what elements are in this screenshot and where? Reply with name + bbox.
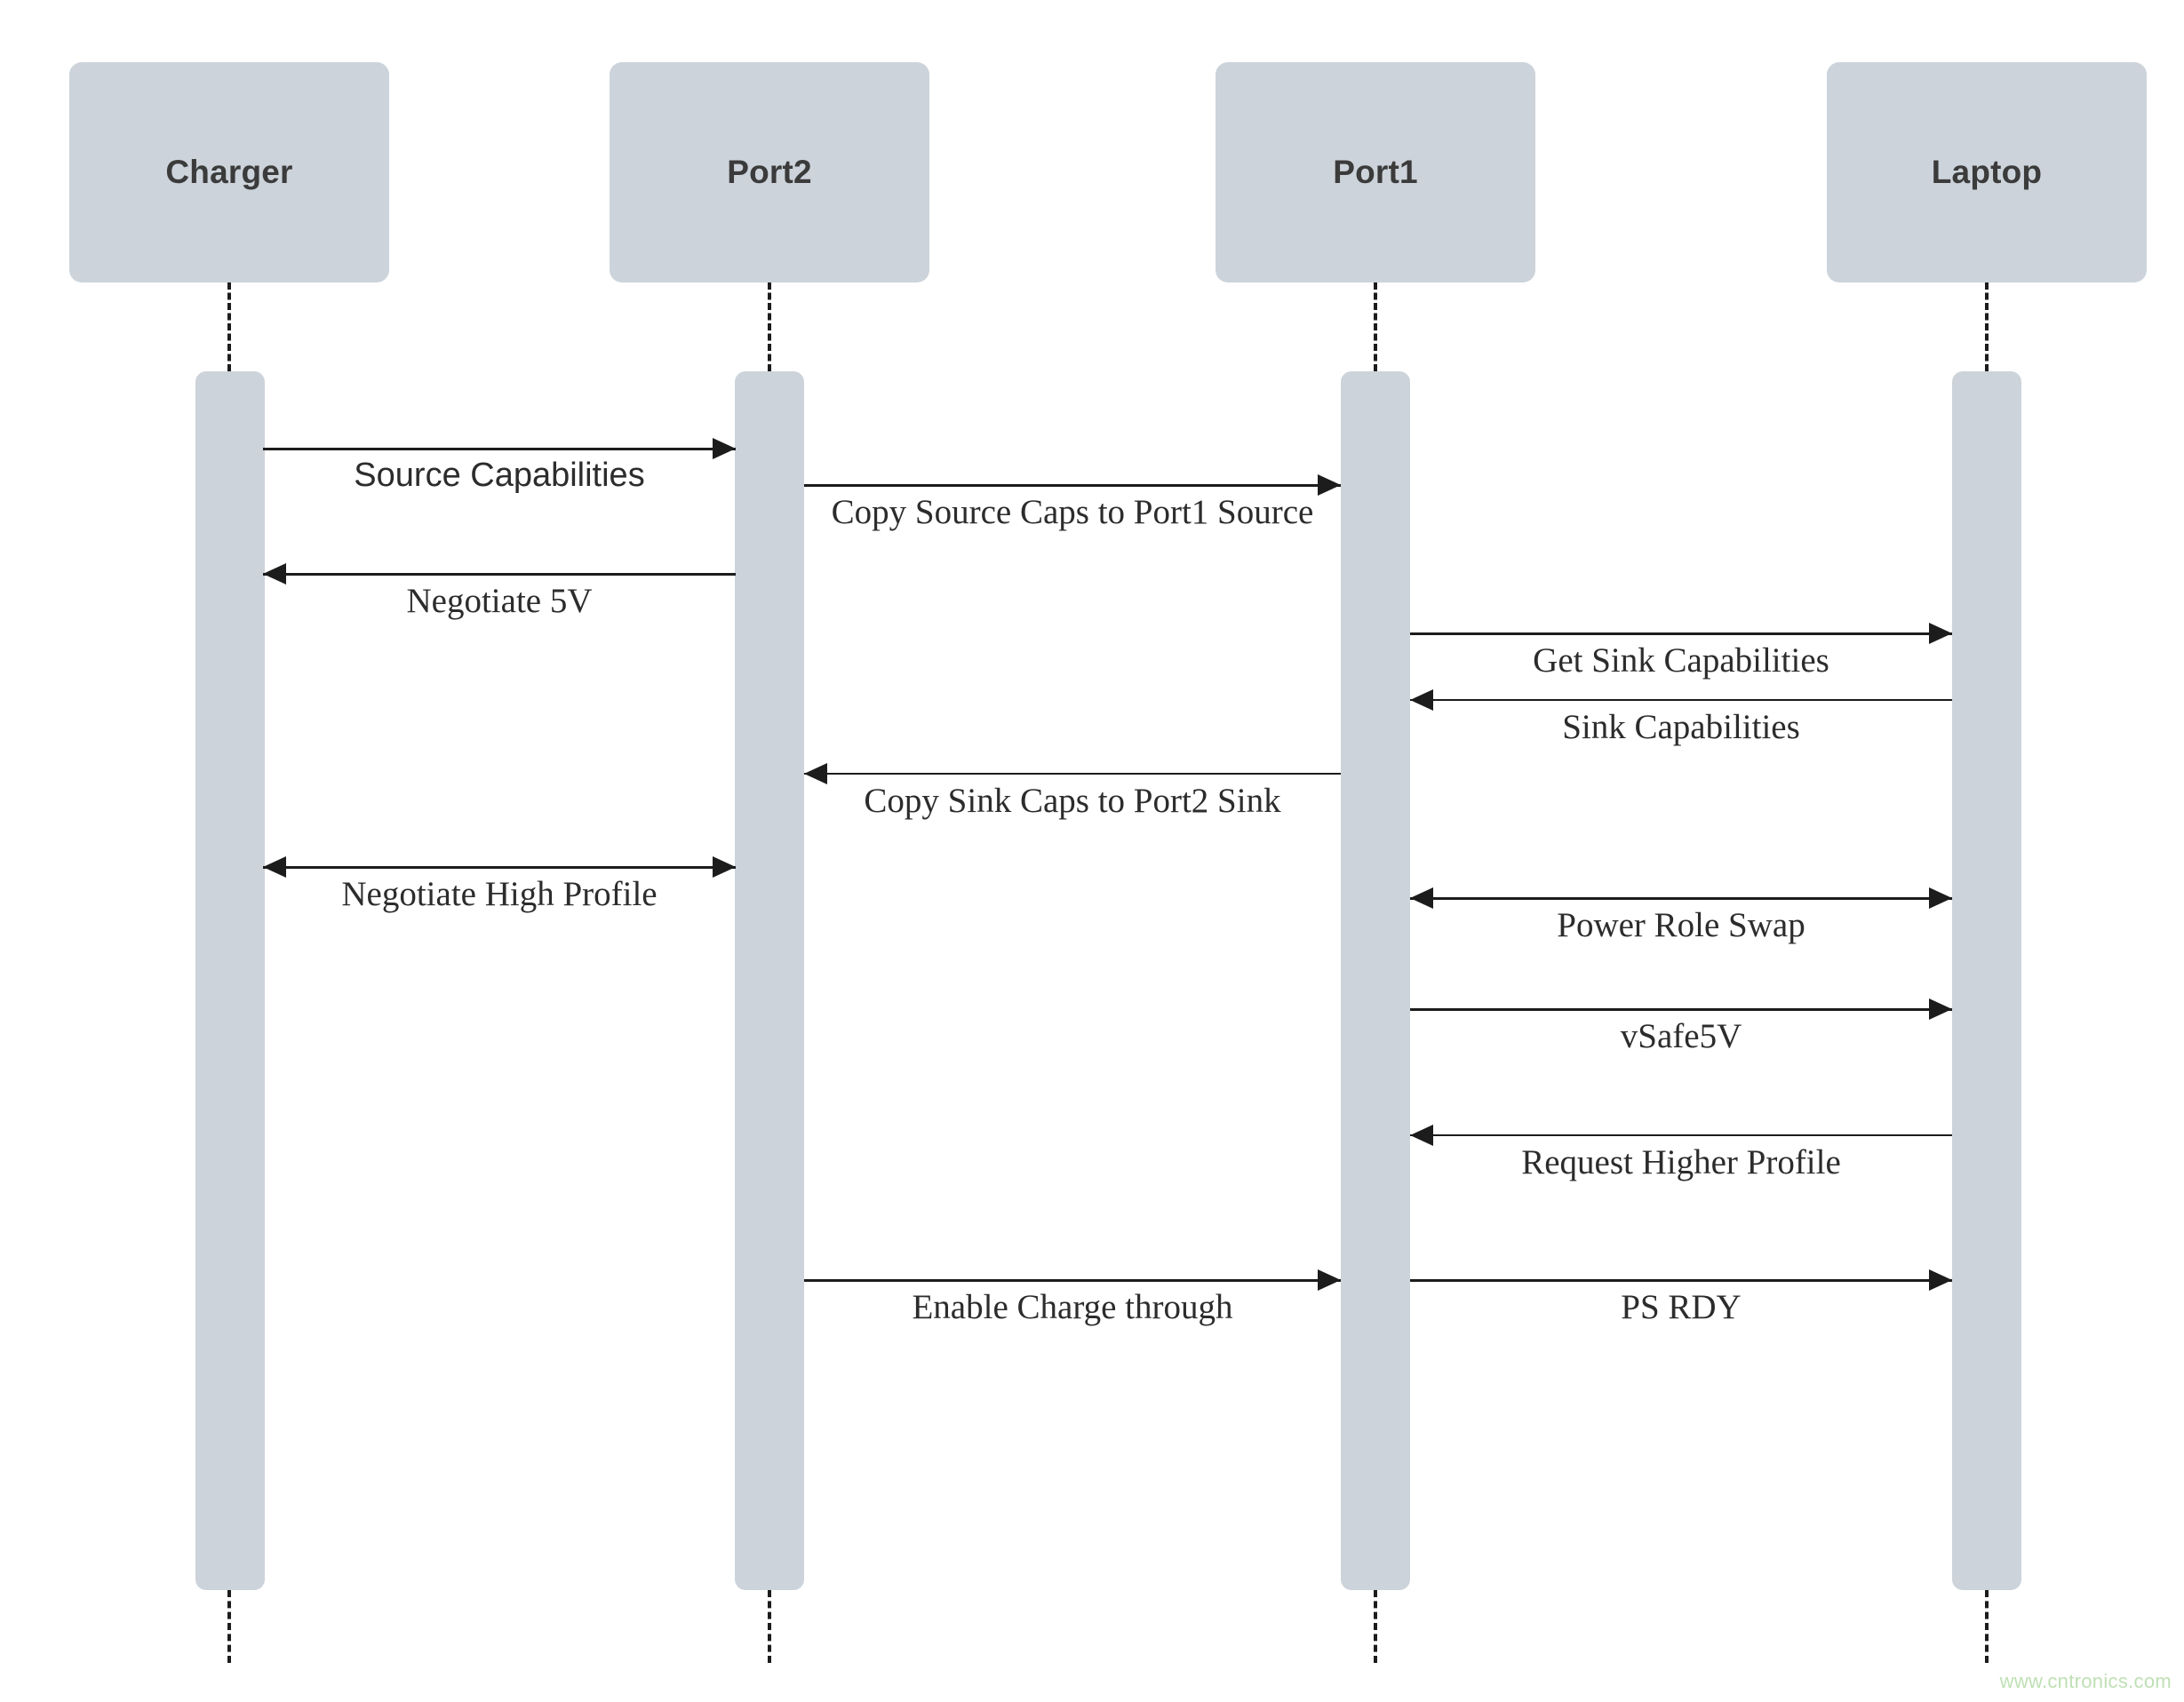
participant-label: Port1 bbox=[1333, 154, 1418, 190]
participant-port2[interactable]: Port2 bbox=[610, 62, 929, 282]
lifeline-tail-port2 bbox=[768, 1590, 771, 1663]
message-line bbox=[1410, 1008, 1952, 1011]
message-label: Power Role Swap bbox=[1557, 906, 1805, 944]
arrowhead-right-icon bbox=[713, 438, 736, 459]
message-label: Enable Charge through bbox=[912, 1288, 1233, 1326]
participant-label: Charger bbox=[165, 154, 293, 190]
message-line bbox=[804, 773, 1341, 775]
arrowhead-left-icon bbox=[263, 563, 286, 585]
participant-laptop[interactable]: Laptop bbox=[1827, 62, 2147, 282]
message-line bbox=[1410, 632, 1952, 635]
message-line bbox=[263, 573, 736, 576]
activation-bar-laptop bbox=[1952, 371, 2021, 1590]
arrowhead-left-icon bbox=[1410, 887, 1433, 909]
arrowhead-right-icon bbox=[1929, 887, 1952, 909]
lifeline-tail-laptop bbox=[1985, 1590, 1989, 1663]
participant-label: Laptop bbox=[1931, 154, 2043, 190]
message-label: Request Higher Profile bbox=[1521, 1143, 1841, 1181]
activation-bar-port2 bbox=[735, 371, 804, 1590]
lifeline-laptop bbox=[1985, 282, 1989, 371]
message-label: Negotiate 5V bbox=[406, 582, 593, 620]
lifeline-charger bbox=[227, 282, 231, 371]
arrowhead-right-icon bbox=[1929, 623, 1952, 644]
message-label: PS RDY bbox=[1621, 1288, 1742, 1326]
arrowhead-right-icon bbox=[713, 856, 736, 878]
activation-bar-port1 bbox=[1341, 371, 1410, 1590]
message-label: Copy Sink Caps to Port2 Sink bbox=[864, 782, 1281, 820]
participant-port1[interactable]: Port1 bbox=[1216, 62, 1535, 282]
arrowhead-left-icon bbox=[1410, 689, 1433, 711]
participant-charger[interactable]: Charger bbox=[69, 62, 389, 282]
message-line bbox=[1410, 699, 1952, 701]
message-line bbox=[804, 1279, 1341, 1282]
lifeline-tail-port1 bbox=[1374, 1590, 1377, 1663]
lifeline-tail-charger bbox=[227, 1590, 231, 1663]
message-line bbox=[263, 448, 736, 450]
arrowhead-left-icon bbox=[263, 856, 286, 878]
message-line bbox=[1410, 1134, 1952, 1136]
arrowhead-right-icon bbox=[1318, 1269, 1341, 1291]
message-label: vSafe5V bbox=[1620, 1017, 1742, 1055]
message-line bbox=[1410, 897, 1952, 900]
arrowhead-right-icon bbox=[1929, 998, 1952, 1020]
message-line bbox=[804, 484, 1341, 487]
message-line bbox=[1410, 1279, 1952, 1282]
arrowhead-right-icon bbox=[1318, 474, 1341, 496]
message-label: Negotiate High Profile bbox=[341, 875, 658, 913]
participant-label: Port2 bbox=[727, 154, 812, 190]
lifeline-port1 bbox=[1374, 282, 1377, 371]
lifeline-port2 bbox=[768, 282, 771, 371]
message-label: Copy Source Caps to Port1 Source bbox=[831, 493, 1314, 531]
activation-bar-charger bbox=[195, 371, 265, 1590]
message-label: Source Capabilities bbox=[354, 457, 645, 494]
arrowhead-left-icon bbox=[1410, 1125, 1433, 1146]
message-label: Sink Capabilities bbox=[1562, 708, 1800, 746]
watermark-text: www.cntronics.com bbox=[1999, 1670, 2172, 1692]
message-line bbox=[263, 866, 736, 869]
arrowhead-left-icon bbox=[804, 763, 827, 784]
arrowhead-right-icon bbox=[1929, 1269, 1952, 1291]
message-label: Get Sink Capabilities bbox=[1533, 641, 1829, 680]
